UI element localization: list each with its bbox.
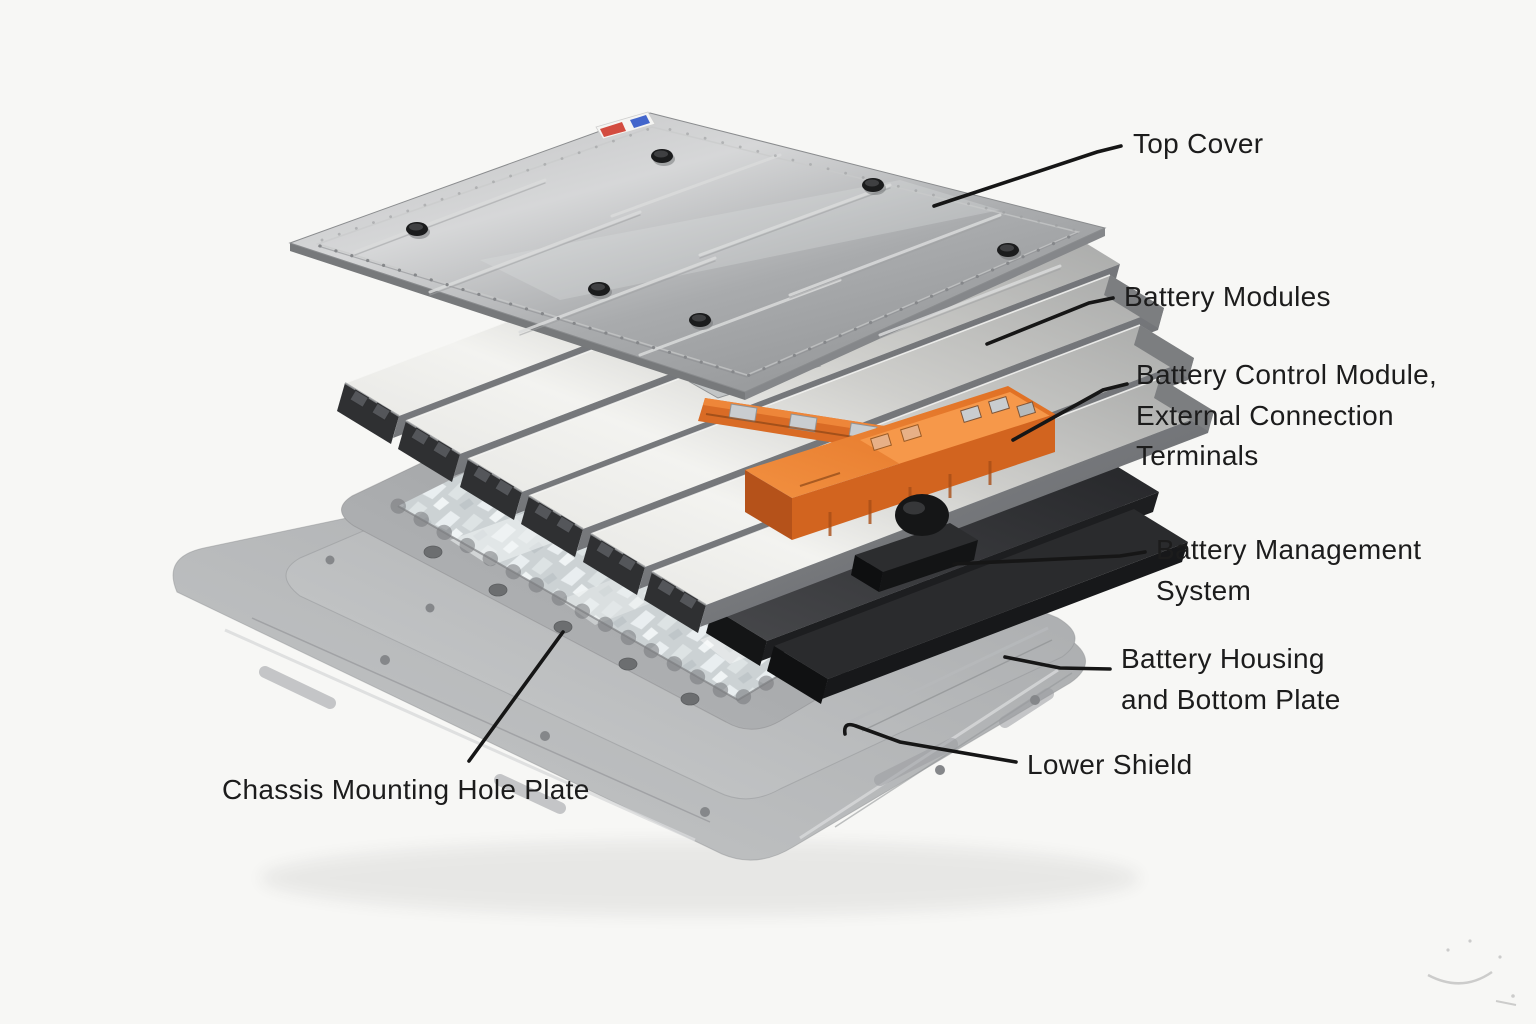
label-battery-modules: Battery Modules <box>1124 281 1331 312</box>
cover-plugs <box>406 149 1021 330</box>
leader-lines <box>467 144 1147 764</box>
leader-lower-shield <box>842 722 1018 764</box>
external-connection-terminals <box>870 396 1037 451</box>
battery-control-module-shape <box>745 386 1055 540</box>
label-battery-control: Battery Control Module, External Connect… <box>1136 359 1438 472</box>
cover-grooves <box>353 153 1062 357</box>
label-chassis-plate: Chassis Mounting Hole Plate <box>222 774 590 805</box>
leader-top-cover <box>932 144 1123 208</box>
watermark-smudge <box>1427 939 1517 1006</box>
label-battery-housing: Battery Housing and Bottom Plate <box>1121 643 1341 715</box>
shadow-modules <box>706 459 1188 704</box>
leader-battery-modules <box>985 296 1115 346</box>
battery-management-system-shape <box>851 523 978 592</box>
leader-battery-housing <box>1003 655 1112 671</box>
leader-battery-control <box>1011 382 1129 442</box>
leader-battery-management <box>952 550 1147 566</box>
round-connector <box>895 494 949 536</box>
cover-sticker <box>595 111 656 140</box>
label-battery-management: Battery Management System <box>1156 534 1422 606</box>
label-top-cover: Top Cover <box>1133 128 1264 159</box>
label-lower-shield: Lower Shield <box>1027 749 1193 780</box>
ground-shadow <box>260 840 1140 916</box>
top-cover-shape <box>288 111 1107 400</box>
leader-chassis-plate <box>467 630 565 763</box>
cover-rivets <box>318 231 1080 378</box>
